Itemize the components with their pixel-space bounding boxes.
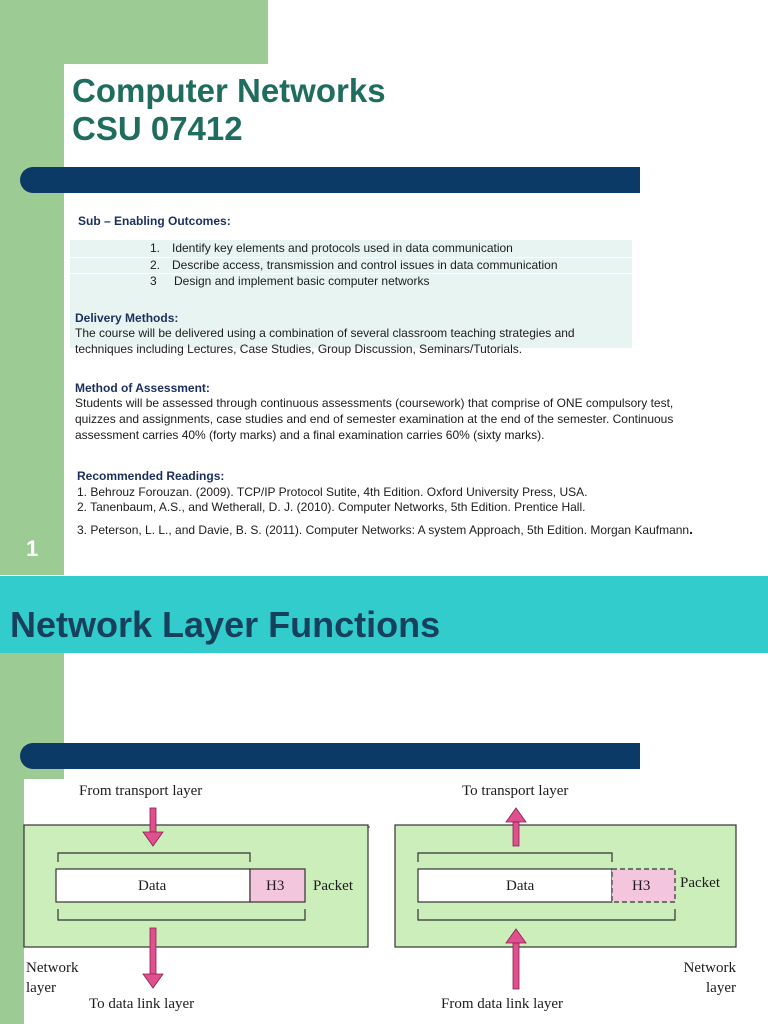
right-top-bracket xyxy=(417,852,613,862)
left-top-label: From transport layer xyxy=(79,783,203,799)
slide1-divider-bar xyxy=(20,167,640,193)
right-bottom-label: From data link layer xyxy=(441,996,564,1012)
left-data-box xyxy=(55,868,251,903)
delivery-heading: Delivery Methods: xyxy=(75,311,179,325)
left-layer-label-1: Network xyxy=(26,960,79,976)
left-bottom-bracket xyxy=(57,909,306,921)
outcome-text-3: Design and implement basic computer netw… xyxy=(174,274,430,288)
assessment-line-2: quizzes and assignments, case studies an… xyxy=(75,412,674,426)
delivery-line-2: techniques including Lectures, Case Stud… xyxy=(75,342,523,356)
reading-3-text: 3. Peterson, L. L., and Davie, B. S. (20… xyxy=(77,523,690,537)
assessment-line-3: assessment carries 40% (forty marks) and… xyxy=(75,428,545,442)
network-layer-diagram xyxy=(23,807,737,990)
left-down-arrow-top xyxy=(142,807,164,847)
right-packet-label: Packet xyxy=(680,875,720,891)
right-layer-label-1: Network xyxy=(683,960,737,976)
outcomes-panel xyxy=(70,240,632,348)
right-data-label: Data xyxy=(506,878,535,894)
left-top-bracket xyxy=(57,852,251,862)
left-packet-label: Packet xyxy=(313,878,353,894)
left-down-arrow-bottom xyxy=(142,927,164,989)
readings-heading: Recommended Readings: xyxy=(77,469,225,483)
right-up-arrow-top xyxy=(505,807,527,847)
slide-number: 1 xyxy=(26,536,39,561)
reading-3-period: . xyxy=(689,521,693,537)
left-data-label: Data xyxy=(138,878,167,894)
reading-3: 3. Peterson, L. L., and Davie, B. S. (20… xyxy=(77,522,693,538)
assessment-line-1: Students will be assessed through contin… xyxy=(75,396,674,410)
outcome-num-2: 2. xyxy=(150,258,161,272)
right-layer-label-2: layer xyxy=(706,980,736,996)
slide2-divider-bar xyxy=(20,743,640,769)
left-bottom-label: To data link layer xyxy=(89,996,195,1012)
left-layer-label-2: layer xyxy=(26,980,56,996)
slide1-title: Computer Networks CSU 07412 xyxy=(72,72,386,148)
outcomes-row-divider xyxy=(70,273,632,274)
outcomes-row-divider xyxy=(70,257,632,258)
right-bottom-bracket xyxy=(417,909,676,921)
outcomes-heading: Sub – Enabling Outcomes: xyxy=(78,214,231,228)
delivery-line-1: The course will be delivered using a com… xyxy=(75,326,575,340)
slide1-title-line2: CSU 07412 xyxy=(72,110,243,147)
outcome-text-2: Describe access, transmission and contro… xyxy=(172,258,558,272)
slide2-title-band xyxy=(0,576,768,653)
slide2-title: Network Layer Functions xyxy=(10,604,441,645)
assessment-heading: Method of Assessment: xyxy=(75,381,210,395)
outcome-text-1: Identify key elements and protocols used… xyxy=(172,241,513,255)
right-header-box xyxy=(611,868,676,903)
left-header-box xyxy=(249,868,306,903)
reading-2: 2. Tanenbaum, A.S., and Wetherall, D. J.… xyxy=(77,500,586,514)
right-data-box xyxy=(417,868,613,903)
outcome-num-1: 1. xyxy=(150,241,161,255)
right-layer-box xyxy=(394,824,737,948)
outcome-num-3: 3 xyxy=(150,274,157,288)
left-header-label: H3 xyxy=(266,878,285,894)
slide1-title-line1: Computer Networks xyxy=(72,72,386,109)
right-header-label: H3 xyxy=(632,878,651,894)
right-top-label: To transport layer xyxy=(462,783,569,799)
reading-1: 1. Behrouz Forouzan. (2009). TCP/IP Prot… xyxy=(77,485,588,499)
left-layer-box xyxy=(23,824,370,948)
right-up-arrow-bottom xyxy=(505,928,527,990)
